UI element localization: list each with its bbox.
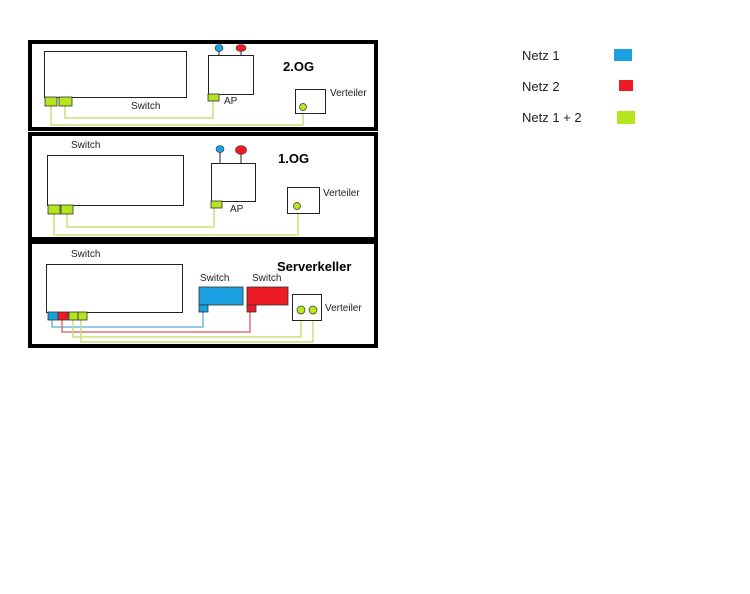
switch-label: Switch <box>71 140 100 151</box>
verteiler-label: Verteiler <box>330 88 367 99</box>
switch-netz1-label: Switch <box>200 273 229 284</box>
floor-title: Serverkeller <box>277 259 351 274</box>
switch-port-netz12 <box>44 96 58 107</box>
verteiler-label: Verteiler <box>325 303 362 314</box>
switch <box>46 264 183 313</box>
legend-netz1-swatch <box>614 49 632 61</box>
floor-serverkeller: Switch Switch Switch Serverkeller Vertei… <box>28 240 378 348</box>
switch-netz2-port <box>246 304 257 313</box>
floor-2og: Switch AP 2.OG Verteiler <box>28 40 378 131</box>
legend-netz2-label: Netz 2 <box>522 79 560 94</box>
switch-label: Switch <box>131 101 160 112</box>
switch-port-netz12 <box>68 311 79 321</box>
switch-netz2 <box>246 286 289 306</box>
switch-port-netz1 <box>47 311 59 321</box>
antenna-netz1-icon <box>215 145 225 153</box>
switch-port-netz12 <box>77 311 88 321</box>
switch-port-netz12 <box>60 204 74 215</box>
cable-netz12 <box>80 314 314 343</box>
switch-label: Switch <box>71 249 100 260</box>
ap-port-netz12 <box>207 93 220 102</box>
floor-1og: Switch AP 1.OG Verteiler <box>28 132 378 241</box>
legend-netz2-swatch <box>619 80 633 91</box>
switch-port-netz12 <box>58 96 73 107</box>
legend-netz12-swatch <box>617 111 635 124</box>
switch-port-netz12 <box>47 204 61 215</box>
antenna-netz1-icon <box>214 44 224 52</box>
legend-netz12-label: Netz 1 + 2 <box>522 110 582 125</box>
access-point <box>208 55 254 95</box>
cable-netz1 <box>51 312 204 328</box>
switch-netz2-label: Switch <box>252 273 281 284</box>
cable-netz12 <box>64 101 214 119</box>
verteiler-port-netz12 <box>299 103 307 111</box>
verteiler-port-netz12 <box>296 305 306 315</box>
access-point <box>211 163 256 202</box>
ap-label: AP <box>230 204 244 215</box>
switch-netz1-port <box>198 304 209 313</box>
switch <box>44 51 187 98</box>
switch-netz1 <box>198 286 244 306</box>
verteiler <box>287 187 320 214</box>
verteiler-port-netz12 <box>308 305 318 315</box>
cable-netz12 <box>66 208 215 228</box>
cable-netz12 <box>72 314 302 338</box>
floor-title: 1.OG <box>278 151 309 166</box>
cable-netz2 <box>61 312 251 333</box>
ap-port-netz12 <box>210 200 223 209</box>
cable-netz12 <box>50 106 304 126</box>
floor-title: 2.OG <box>283 59 314 74</box>
antenna-netz2-icon <box>235 145 247 155</box>
verteiler <box>295 89 326 114</box>
verteiler <box>292 294 322 321</box>
antenna-netz2-icon <box>235 44 247 52</box>
verteiler-port-netz12 <box>293 202 301 210</box>
switch <box>47 155 184 206</box>
verteiler-label: Verteiler <box>323 188 360 199</box>
cable-netz12 <box>53 210 299 236</box>
ap-label: AP <box>224 96 238 107</box>
legend: Netz 1 Netz 2 Netz 1 + 2 <box>522 48 635 125</box>
switch-port-netz2 <box>57 311 69 321</box>
legend-netz1-label: Netz 1 <box>522 48 560 63</box>
